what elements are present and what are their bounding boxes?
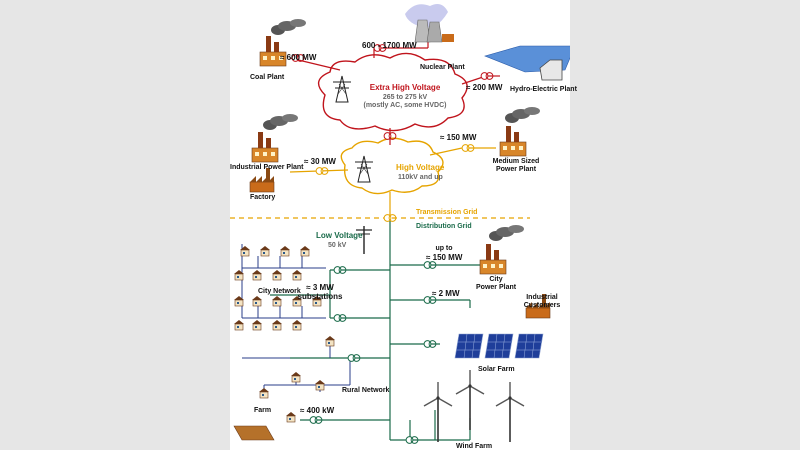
distribution-grid-label: Distribution Grid <box>416 223 472 230</box>
low-voltage-pole-icon <box>356 226 372 254</box>
industrial-power-label: ≈ 30 MW <box>304 157 336 166</box>
city-plant-power-2: ≈ 150 MW <box>426 253 463 262</box>
city-plant-label-1: City <box>489 276 503 283</box>
industrial-plant-label: Industrial Power Plant <box>230 164 304 171</box>
hv-cloud <box>340 137 444 195</box>
farm-power-label: ≈ 400 kW <box>300 406 335 415</box>
farm-icon <box>233 411 297 441</box>
medium-plant-label-2: Power Plant <box>495 166 537 173</box>
solar-farm-label: Solar Farm <box>478 366 515 373</box>
rural-network-label: Rural Network <box>342 387 390 394</box>
medium-plant-icon <box>499 107 540 157</box>
hv-title: High Voltage <box>396 163 445 172</box>
city-power-plant-icon <box>479 225 524 275</box>
hydro-plant-icon <box>484 45 570 81</box>
rural-network-lines <box>242 345 351 392</box>
industrial-plant-icon <box>251 114 298 163</box>
farm-label: Farm <box>254 407 272 414</box>
medium-plant-label-1: Medium Sized <box>492 158 540 165</box>
nuclear-plant-label: Nuclear Plant <box>420 64 465 71</box>
hydro-power-label: ≈ 200 MW <box>466 83 503 92</box>
low-voltage-value: 50 kV <box>328 242 347 249</box>
rural-houses <box>258 335 336 399</box>
medium-power-label: ≈ 150 MW <box>440 133 477 142</box>
ehv-cloud <box>317 52 468 132</box>
solar-farm-icon <box>454 333 544 359</box>
hv-range: 110kV and up <box>398 174 443 181</box>
industrial-customers-label-1: Industrial <box>526 294 558 301</box>
transmission-grid-label: Transmission Grid <box>416 209 478 216</box>
city-plant-label-2: Power Plant <box>476 284 517 291</box>
hydro-plant-label: Hydro-Electric Plant <box>510 86 577 93</box>
coal-power-label: ≈ 600 MW <box>280 53 317 62</box>
wind-farm-icon <box>423 369 525 443</box>
left-margin <box>0 0 230 450</box>
ehv-note: (mostly AC, some HVDC) <box>363 102 447 109</box>
factory-label: Factory <box>250 194 276 201</box>
ehv-range: 265 to 275 kV <box>382 94 428 101</box>
nuclear-power-label: 600 - 1700 MW <box>362 41 417 50</box>
city-plant-power-1: up to <box>435 245 453 252</box>
right-margin <box>570 0 800 450</box>
diagram-graphics <box>230 4 570 444</box>
power-grid-diagram: Coal Plant ≈ 600 MW 600 - 1700 MW Nuclea… <box>230 0 577 450</box>
ehv-title: Extra High Voltage <box>369 83 441 92</box>
low-voltage-title: Low Voltage <box>316 231 363 240</box>
industrial-customers-power: ≈ 2 MW <box>432 289 460 298</box>
substations-label: substations <box>297 292 343 301</box>
substations-power: ≈ 3 MW <box>306 283 334 292</box>
nuclear-plant-icon <box>405 4 454 43</box>
city-network-label: City Network <box>258 288 301 295</box>
industrial-customers-label-2: Customers <box>523 302 561 309</box>
coal-plant-label: Coal Plant <box>250 74 285 81</box>
wind-farm-label: Wind Farm <box>456 443 493 450</box>
